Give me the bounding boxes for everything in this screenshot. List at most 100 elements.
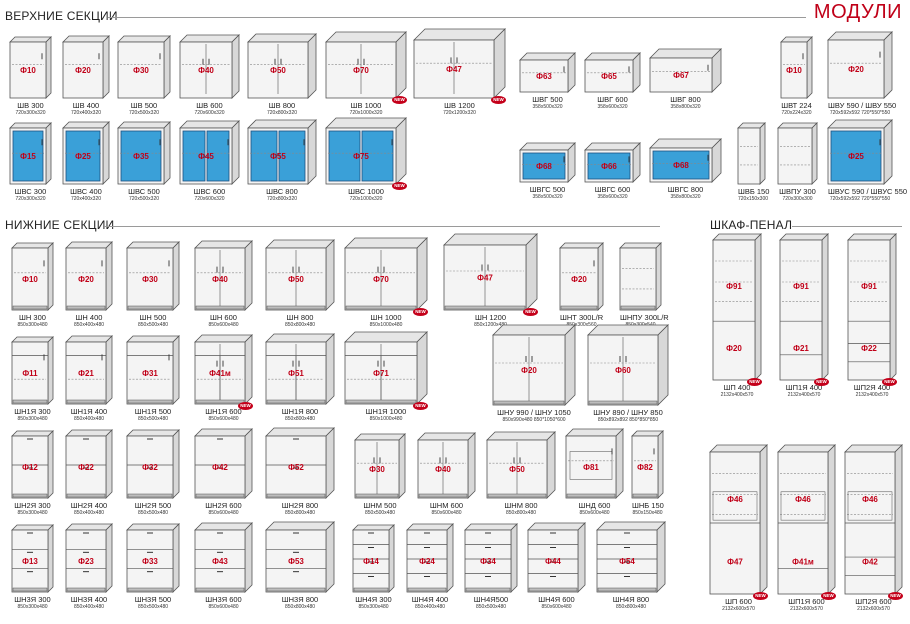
cabinet-plinth [588,400,658,405]
module-name: ШВГС 500 [529,185,566,194]
cabinet-front [65,341,107,405]
new-badge: NEW [238,402,253,410]
cabinet-top [126,523,180,531]
cabinet-side [655,242,662,311]
module-dimensions: 850х800х480 [615,604,647,610]
cabinet-drawing: Ф14 [352,524,395,593]
cabinet-front [126,247,174,311]
module-dimensions: 720х600х320 [194,196,225,202]
module-code: Ф46 [862,495,878,504]
module-code: Ф30 [133,66,149,75]
module-code: Ф35 [133,152,149,161]
cabinet-front [780,41,808,99]
cabinet-side [577,522,586,593]
cabinet-drawing: Ф20 [65,241,113,311]
module-dimensions: 720х150х300 [738,196,769,202]
cabinet-plinth [597,587,657,592]
cabinet-side [806,36,813,99]
glass-pane [65,130,101,182]
cabinet-front [527,529,579,593]
cabinet-drawing: Ф10 [9,36,52,99]
cabinet-front [712,239,756,381]
cabinet-top [519,52,576,61]
module-name: ШН1Я 800 [281,407,319,416]
module-dimensions: 720х400х320 [70,110,102,116]
cabinet-front [519,59,569,93]
cabinet-front [194,435,246,499]
cabinet-top [62,35,110,43]
module-code: Ф13 [22,557,38,566]
cabinet-side [244,522,253,593]
module-code: Ф22 [861,344,877,353]
cabinet-side [105,241,113,311]
cabinet-drawing: Ф53 [265,521,335,593]
section-tall: ШКАФ-ПЕНАЛ [710,218,793,232]
cabinet-plinth [620,305,656,310]
cabinet-top [194,334,253,343]
cabinet-drawing: Ф55 [247,119,317,185]
cabinet-side [416,331,428,405]
cabinet-side [105,335,113,405]
module-code: Ф66 [601,162,617,171]
new-badge: NEW [747,378,762,386]
cabinet-plinth [195,305,245,310]
cabinet-front [117,41,165,99]
cabinet-drawing: Ф75 [325,117,407,185]
cabinet-drawing: Ф30 [126,241,180,311]
cabinet-drawing: Ф10 [780,36,813,99]
cabinet-drawing: Ф20 [62,35,110,99]
module-name: ШН 800 [286,313,314,322]
cabinet-side [105,523,113,593]
cabinet-side [759,444,768,595]
cabinet-plinth [12,399,48,404]
glass-pane [278,130,306,182]
module-dimensions: 850х150х480 [632,510,663,516]
module-dimensions: 850х600х480 [541,604,572,610]
module-dimensions: 720х500х320 [128,196,160,202]
cabinet-front [9,41,47,99]
cabinet-plinth [345,305,417,310]
module-dimensions: 850х800х480 [284,322,316,328]
module-code: Ф46 [795,495,811,504]
module-name: ШВ 1200 [444,101,475,110]
cabinet-top [325,31,407,43]
cabinet-front [126,341,174,405]
module-code: Ф40 [212,275,228,284]
cabinet-side [615,428,624,499]
cabinet-front [777,127,813,185]
cabinet-front [779,239,823,381]
cabinet-front [827,39,885,99]
cabinet-drawing: Ф22 [65,429,113,499]
cabinet-front [65,435,107,499]
cabinet-drawing: Ф10 [11,242,54,311]
cabinet-top [344,237,428,249]
cabinet-side [632,52,641,93]
cabinet-drawing: Ф71 [344,331,428,405]
new-badge: NEW [392,182,407,190]
cabinet-front [847,239,891,381]
module-dimensions: 850х892х892 850*850*850 [597,417,659,423]
cabinet-plinth [632,493,658,498]
cabinet-front [126,435,174,499]
cabinet-side [172,429,180,499]
module-code: Ф68 [673,161,689,170]
cabinet-top [126,335,180,343]
cabinet-side [325,239,335,311]
cabinet-top [417,432,476,441]
module-dimensions: 850х800х480 [505,510,537,516]
cabinet-drawing: Ф82 [631,430,664,499]
page-title: МОДУЛИ [813,1,902,23]
module-name: ШВПУ 300 [779,187,816,196]
cabinet-top [406,523,454,531]
